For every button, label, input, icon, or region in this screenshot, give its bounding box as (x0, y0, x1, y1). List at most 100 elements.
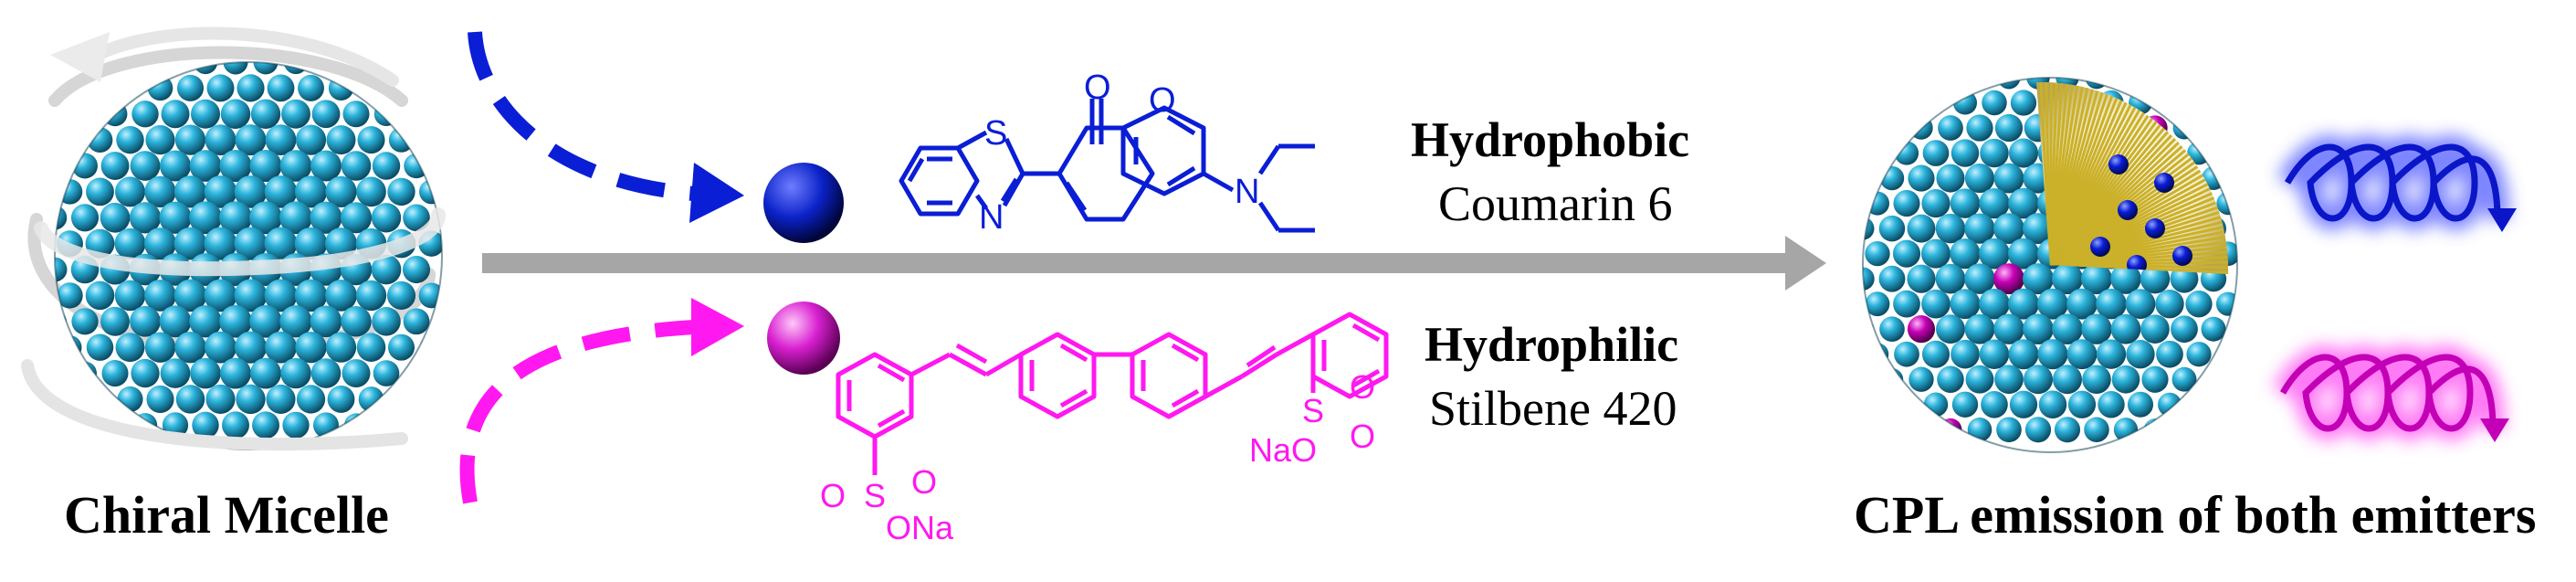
stilbene-dot (1969, 78, 1991, 89)
head-group-ball (1950, 238, 1981, 270)
head-group-ball (223, 62, 248, 75)
coumarin-6-structure (899, 99, 1315, 233)
head-group-ball (2037, 288, 2068, 320)
head-group-ball (144, 332, 176, 363)
head-group-ball (2171, 315, 2198, 344)
coumarin-dot (2154, 173, 2174, 193)
head-group-ball (235, 124, 267, 156)
head-group-ball (326, 125, 356, 155)
head-group-ball (2155, 289, 2184, 319)
head-group-ball (340, 202, 373, 234)
head-group-ball (311, 100, 341, 129)
swirl-arrowhead (50, 32, 110, 82)
head-group-ball (310, 358, 342, 388)
head-group-ball (2110, 263, 2141, 294)
head-group-ball (2008, 288, 2039, 320)
head-group-ball (174, 331, 206, 364)
head-group-ball (144, 279, 176, 312)
head-group-ball (1980, 138, 2009, 168)
head-group-ball (264, 175, 298, 208)
head-group-ball (2008, 187, 2039, 219)
head-group-ball (2098, 391, 2125, 418)
head-group-ball (236, 384, 266, 415)
head-group-ball (402, 256, 431, 284)
hydrophilic-label: Hydrophilic (1425, 317, 1679, 372)
head-group-ball (1950, 188, 1981, 218)
head-group-ball (386, 280, 416, 310)
head-group-ball (1950, 339, 1980, 369)
head-group-ball (1893, 290, 1920, 318)
head-group-ball (205, 384, 236, 415)
stilbene-sphere (767, 302, 840, 375)
head-group-ball (1981, 390, 2008, 418)
head-group-ball (294, 227, 328, 260)
head-group-ball (1936, 314, 1965, 344)
head-group-ball (2054, 417, 2081, 443)
head-group-ball (2067, 390, 2097, 418)
head-group-ball (146, 385, 174, 413)
head-group-ball (2066, 288, 2098, 320)
head-group-ball (327, 386, 355, 413)
head-group-ball (234, 279, 268, 312)
head-group-ball (2171, 366, 2197, 392)
head-group-ball (2186, 342, 2212, 367)
head-group-ball (159, 201, 192, 234)
head-group-ball (1982, 90, 2007, 116)
head-group-ball (356, 176, 386, 207)
head-group-ball (2125, 289, 2156, 320)
head-group-ball (2052, 263, 2083, 295)
atom-s-sulfonate-right: S (1302, 392, 1324, 429)
head-group-ball (282, 411, 310, 439)
head-group-ball (2127, 391, 2154, 418)
chirality-swirl-front (34, 207, 446, 277)
head-group-ball (70, 204, 100, 232)
head-group-ball (2023, 313, 2054, 345)
head-group-ball (222, 411, 249, 439)
stilbene-label: Stilbene 420 (1429, 381, 1677, 436)
head-group-ball (1865, 191, 1890, 216)
head-group-ball (390, 387, 413, 411)
head-group-ball (189, 150, 222, 182)
head-group-ball (86, 177, 114, 206)
head-group-ball (1921, 289, 1950, 319)
chirality-swirl-bottom (21, 359, 408, 451)
head-group-ball (2023, 263, 2054, 295)
atom-n-thiazole: N (979, 198, 1004, 237)
head-group-ball (131, 358, 160, 388)
head-group-ball (249, 201, 282, 235)
head-group-ball (85, 280, 115, 311)
head-group-ball (341, 306, 372, 337)
head-group-ball (237, 74, 265, 102)
head-group-ball (1979, 339, 2010, 369)
head-group-ball (2066, 339, 2098, 370)
head-group-ball (325, 175, 357, 208)
head-group-ball (279, 305, 312, 338)
head-group-ball (190, 357, 221, 389)
head-group-ball (1921, 340, 1950, 368)
head-group-ball (100, 202, 131, 233)
head-group-ball (2172, 116, 2196, 140)
stilbene-dot (1993, 263, 2024, 295)
head-group-ball (219, 304, 252, 338)
head-group-ball (358, 386, 384, 412)
head-group-ball (1994, 365, 2024, 395)
head-group-ball (403, 308, 430, 335)
atom-o-right-b: O (1350, 418, 1375, 455)
head-group-ball (219, 201, 252, 235)
head-group-ball (2201, 316, 2226, 342)
head-group-ball (159, 150, 192, 182)
head-group-ball (115, 333, 145, 363)
head-group-ball (55, 257, 68, 282)
head-group-ball (264, 279, 298, 312)
head-group-ball (250, 99, 281, 129)
stilbene-420-structure (836, 312, 1389, 475)
head-group-ball (1893, 190, 1920, 217)
head-group-ball (220, 357, 251, 389)
loaded-micelle-right (1862, 77, 2238, 453)
head-group-ball (220, 99, 251, 129)
head-group-ball (1979, 238, 2010, 270)
head-group-ball (175, 385, 205, 414)
coumarin-dot (2108, 154, 2129, 175)
head-group-ball (234, 331, 268, 364)
head-group-ball (114, 280, 146, 312)
